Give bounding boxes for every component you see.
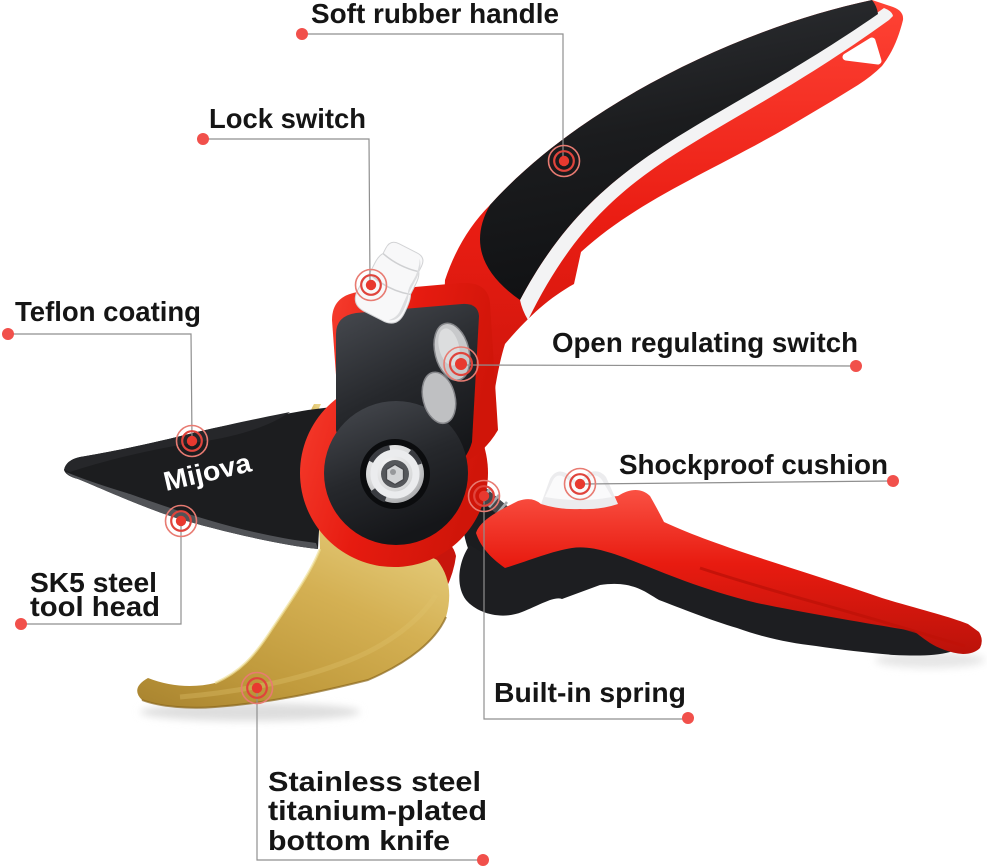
svg-text:Soft rubber handle: Soft rubber handle	[311, 0, 559, 29]
svg-text:Shockproof cushion: Shockproof cushion	[619, 449, 888, 480]
svg-text:SK5 steel: SK5 steel	[30, 567, 157, 598]
svg-text:bottom knife: bottom knife	[268, 825, 450, 856]
svg-text:tool head: tool head	[30, 591, 160, 622]
svg-text:Stainless steel: Stainless steel	[268, 766, 481, 797]
svg-text:titanium-plated: titanium-plated	[268, 795, 487, 826]
svg-text:Built-in spring: Built-in spring	[494, 677, 686, 708]
svg-text:Lock switch: Lock switch	[209, 103, 366, 134]
svg-text:Teflon coating: Teflon coating	[15, 296, 201, 327]
svg-text:Open regulating switch: Open regulating switch	[552, 327, 858, 358]
